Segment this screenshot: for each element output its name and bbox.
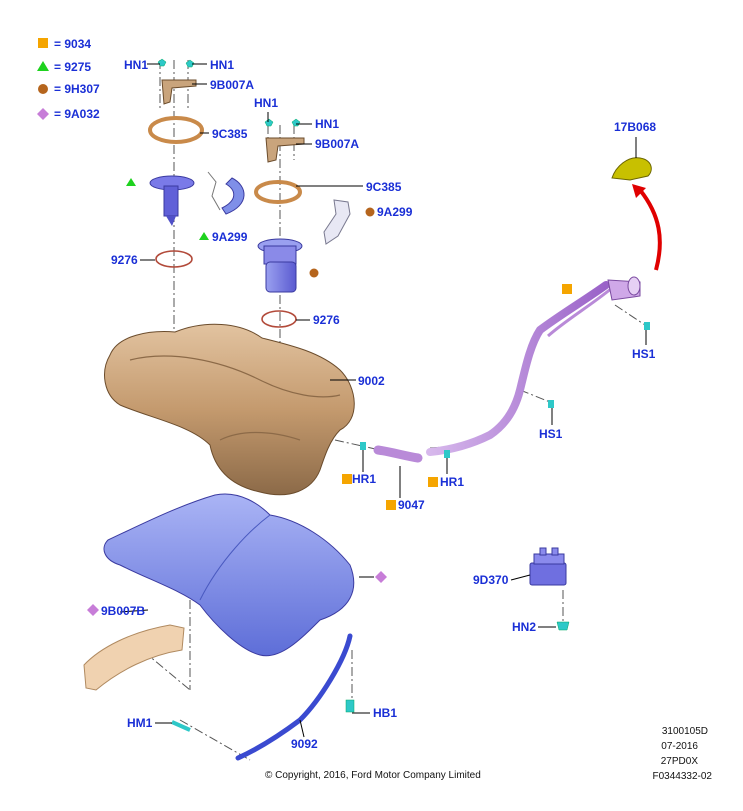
bracket-9b007a-left [161,79,197,105]
clip-icon [360,442,366,450]
doc-code: 3100105D [662,726,708,737]
circle-icon [309,268,319,278]
part-labels: HN1 HN1 9B007A 9C385 HN1 HN1 9B007A 9C38… [101,58,656,751]
right-assembly [254,118,375,328]
legend-circle-icon [38,84,48,94]
clip-icon [264,118,274,127]
circle-icon [365,207,375,217]
label-hn1: HN1 [315,117,339,131]
label-9b007b: 9B007B [101,604,145,618]
clip-icon [185,59,195,68]
label-hn2: HN2 [512,620,536,634]
label-hb1: HB1 [373,706,397,720]
square-icon [562,284,572,294]
bracket-9b007a-right [265,137,305,163]
fuel-tank-9002 [104,323,355,496]
clip-icon [444,450,450,458]
square-icon [428,477,438,487]
seal-9276-right [261,310,297,328]
triangle-icon [199,232,209,240]
label-hr1: HR1 [440,475,464,489]
seal-9276-left [155,250,193,268]
legend-label-9h307: = 9H307 [54,82,100,96]
label-hr1: HR1 [352,472,376,486]
label-hs1: HS1 [632,347,656,361]
label-9276: 9276 [111,253,138,267]
triangle-icon [126,178,136,186]
legend-diamond-icon [37,108,49,120]
label-9c385: 9C385 [366,180,402,194]
leader-lines [119,63,647,738]
legend-label-9275: = 9275 [54,60,91,74]
strap-9092 [235,633,353,761]
label-9276: 9276 [313,313,340,327]
label-9002: 9002 [358,374,385,388]
arrow-icon [632,184,662,271]
clip-icon [157,58,167,67]
square-icon [342,474,352,484]
legend-label-9a032: = 9A032 [54,107,100,121]
legend-triangle-icon [37,61,49,71]
doc-date: 07-2016 [661,741,698,752]
label-9c385: 9C385 [212,127,248,141]
label-hn1: HN1 [254,96,278,110]
label-9d370: 9D370 [473,573,509,587]
footer: © Copyright, 2016, Ford Motor Company Li… [265,726,712,782]
insulator-9b007b [83,624,185,691]
label-9a299: 9A299 [377,205,413,219]
legend-square-icon [38,38,48,48]
legend-label-9034: = 9034 [54,37,91,51]
filler-cap-17b068 [611,157,652,181]
lock-ring-9c385-left [148,116,204,144]
label-hn1: HN1 [124,58,148,72]
label-9092: 9092 [291,737,318,751]
label-hm1: HM1 [127,716,153,730]
filler-pipe [426,276,641,456]
left-assembly [126,58,245,268]
label-9b007a: 9B007A [210,78,254,92]
screw-icon [345,699,355,713]
lock-ring-9c385-right [254,180,302,204]
diamond-icon [375,571,387,583]
copyright-text: © Copyright, 2016, Ford Motor Company Li… [265,770,481,781]
label-hn1: HN1 [210,58,234,72]
clip-icon [556,621,570,631]
clip-9a299-right [323,199,351,245]
label-9047: 9047 [398,498,425,512]
doc-code: 27PD0X [661,756,699,767]
fuel-sender-left [149,175,195,226]
heat-shield [103,493,355,657]
hose-9047 [373,445,423,463]
legend: = 9034 = 9275 = 9H307 = 9A032 [37,37,100,121]
label-hs1: HS1 [539,427,563,441]
clip-icon [644,322,650,330]
label-9b007a: 9B007A [315,137,359,151]
module-9d370 [529,547,567,586]
doc-code: F0344332-02 [653,771,713,782]
label-9a299: 9A299 [212,230,248,244]
square-icon [386,500,396,510]
clip-9a299-left [221,177,245,215]
clip-icon [548,400,554,408]
fuel-pump-module [257,238,303,293]
label-17b068: 17B068 [614,120,656,134]
clip-icon [291,118,301,127]
screw-icon [171,720,191,732]
diamond-icon [87,604,99,616]
